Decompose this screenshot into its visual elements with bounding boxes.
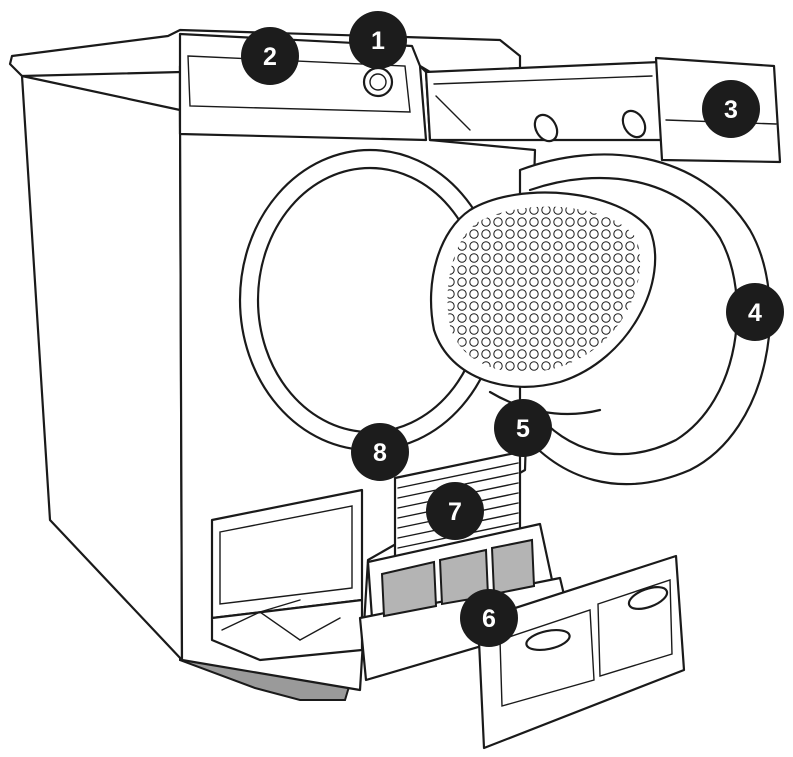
plinth-floor-pattern (221, 599, 341, 641)
callout-5-label: 5 (516, 415, 530, 443)
filter-segments (380, 538, 536, 618)
drawer-hole-left (533, 113, 559, 143)
callout-8-label: 8 (373, 439, 387, 467)
callout-6: 6 (460, 589, 518, 647)
display-recess (187, 55, 411, 113)
drawer-edge-2 (435, 95, 471, 131)
plinth-recess (219, 505, 353, 605)
callout-1-label: 1 (371, 27, 385, 55)
callout-4-label: 4 (748, 299, 762, 327)
callout-3: 3 (702, 80, 760, 138)
drawer-hole-right (621, 109, 647, 139)
callout-2: 2 (241, 27, 299, 85)
cover-lever-left (525, 628, 571, 652)
callout-3-label: 3 (724, 96, 738, 124)
program-knob (362, 66, 394, 98)
callout-1: 1 (349, 11, 407, 69)
callout-6-label: 6 (482, 605, 496, 633)
callout-7-label: 7 (448, 498, 462, 526)
callout-5: 5 (494, 399, 552, 457)
cover-lever-right (627, 586, 669, 610)
callout-8: 8 (351, 423, 409, 481)
cover-slot-right (597, 579, 673, 677)
callout-7: 7 (426, 482, 484, 540)
dryer-side-panel (20, 74, 184, 662)
plinth-floor (210, 598, 364, 662)
callout-4: 4 (726, 283, 784, 341)
cover-slot-left (499, 609, 595, 707)
program-knob-center (369, 73, 387, 91)
callout-2-label: 2 (263, 43, 277, 71)
drawer-edge (433, 75, 653, 85)
